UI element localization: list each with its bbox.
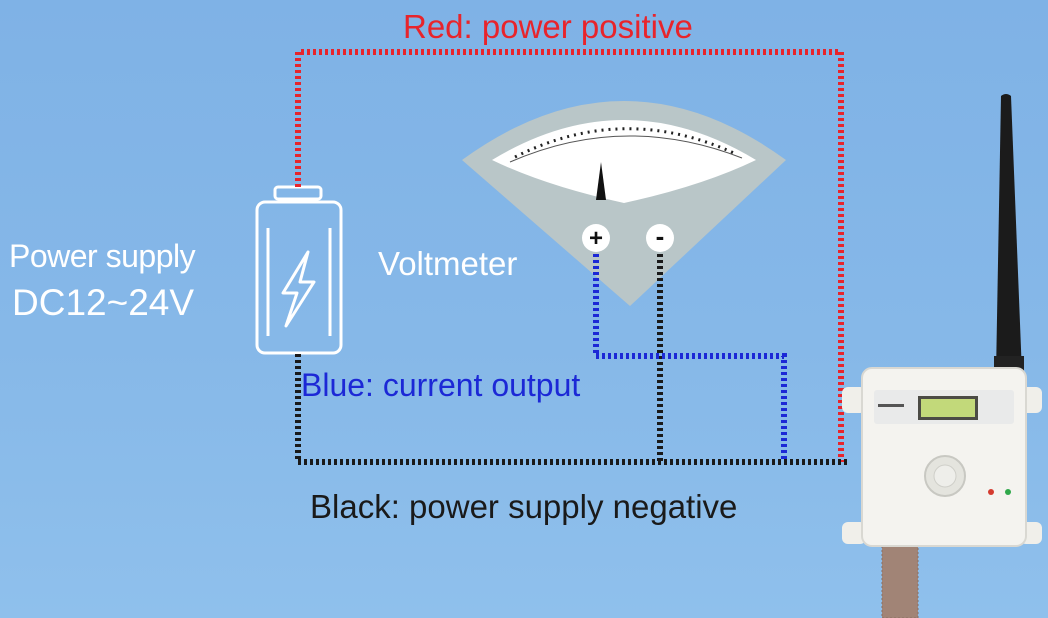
black-wire (295, 254, 848, 465)
meter-terminal-positive: + (589, 225, 603, 252)
lightning-bolt-icon (281, 250, 316, 328)
black-wire-label: Black: power supply negative (310, 488, 738, 525)
red-wire-label: Red: power positive (403, 8, 693, 45)
power-supply-label: Power supply (9, 238, 196, 274)
sensor-probe (881, 539, 919, 618)
red-wire (295, 49, 844, 462)
blue-wire (593, 254, 787, 462)
battery-icon (255, 185, 343, 355)
power-supply-voltage-label: DC12~24V (12, 282, 195, 323)
voltmeter-icon: + - (462, 101, 786, 306)
transmitter-device (842, 367, 1042, 547)
antenna (994, 94, 1024, 378)
meter-terminal-negative: - (656, 221, 665, 251)
blue-wire-label: Blue: current output (301, 367, 581, 403)
voltmeter-label: Voltmeter (378, 245, 518, 282)
